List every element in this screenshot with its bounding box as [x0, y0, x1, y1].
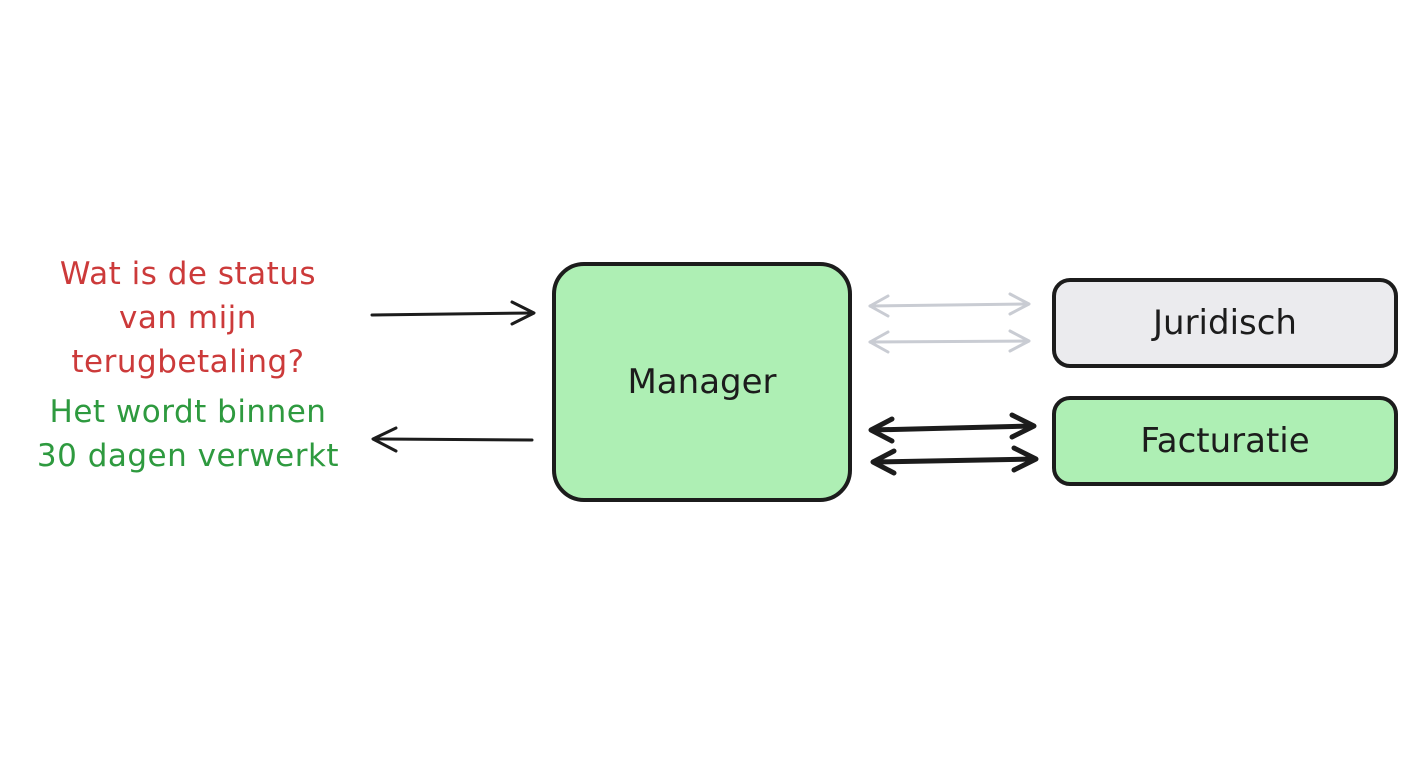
facturatie-node: Facturatie	[1052, 396, 1398, 486]
manager-label: Manager	[627, 362, 777, 402]
answer-line-2: 30 dagen verwerkt	[36, 438, 340, 474]
agent-answer: Het wordt binnen 30 dagen verwerkt	[10, 390, 366, 478]
juridisch-node: Juridisch	[1052, 278, 1398, 368]
question-line-3: terugbetaling?	[71, 344, 305, 380]
question-line-1: Wat is de status	[59, 256, 317, 292]
answer-line-1: Het wordt binnen	[49, 394, 327, 430]
manager-facturatie-arrows	[868, 412, 1039, 476]
question-to-manager-arrow	[370, 300, 536, 326]
manager-to-answer-arrow	[371, 426, 534, 453]
manager-juridisch-arrows	[868, 292, 1031, 354]
juridisch-label: Juridisch	[1153, 303, 1297, 343]
facturatie-label: Facturatie	[1140, 421, 1310, 461]
question-line-2: van mijn	[119, 300, 257, 336]
user-question: Wat is de status van mijn terugbetaling?	[18, 252, 358, 384]
manager-node: Manager	[552, 262, 852, 502]
